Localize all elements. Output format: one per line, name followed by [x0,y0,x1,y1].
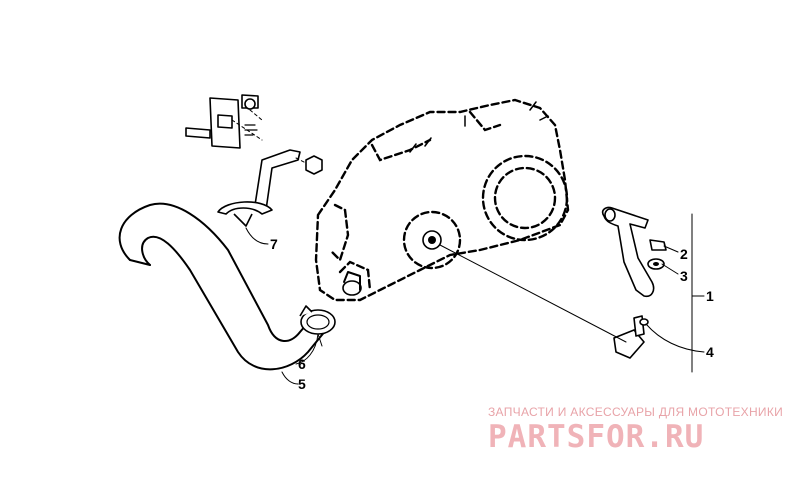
callout-2: 2 [680,246,688,262]
fastener-cluster [185,94,263,149]
callout-7: 7 [270,236,278,252]
clip-part-2 [649,239,667,251]
drain-bolt-part-4 [613,315,649,359]
hose-part-5 [118,202,327,371]
washer-part-3 [647,258,665,270]
callout-5: 5 [298,376,306,392]
watermark-logo: PARTSFOR.RU [488,419,704,455]
callouts: 1 2 3 4 5 6 7 [270,236,714,392]
callout-4: 4 [706,344,714,360]
cvt-cover-outline [314,98,570,302]
drain-elbow-part-1 [601,206,655,298]
watermark: ЗАПЧАСТИ И АКСЕССУАРЫ ДЛЯ МОТОТЕХНИКИ PA… [488,405,783,455]
leader-lines [245,213,705,385]
callout-1: 1 [706,288,714,304]
callout-3: 3 [680,268,688,284]
bracket-part-7 [217,149,323,227]
callout-6: 6 [298,356,306,372]
watermark-tagline: ЗАПЧАСТИ И АКСЕССУАРЫ ДЛЯ МОТОТЕХНИКИ [488,405,783,419]
